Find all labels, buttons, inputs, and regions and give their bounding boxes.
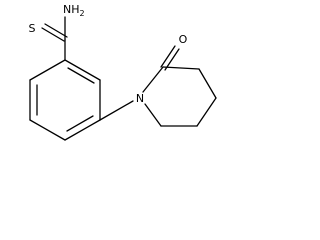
sulfur-atom-label: S bbox=[29, 22, 36, 35]
amine-nitrogen-label: NH2 bbox=[63, 3, 85, 18]
bond-c1-c2 bbox=[64, 59, 101, 81]
amine-nitrogen-symbol: N bbox=[63, 3, 71, 16]
aromatic-inner-bond-2 bbox=[66, 115, 94, 132]
benzene-ring bbox=[29, 59, 101, 141]
bond-c4-c5 bbox=[29, 119, 66, 141]
bond-c-s-double-a bbox=[41, 27, 65, 42]
bond-n-c-carbonyl bbox=[142, 66, 164, 93]
bond-c-o-double-b bbox=[164, 48, 180, 71]
ring-nitrogen-atom-label: N bbox=[136, 92, 144, 105]
aromatic-inner-bond-1 bbox=[67, 67, 95, 84]
molecule-diagram: S NH2 O N bbox=[29, 3, 217, 141]
bond-c-o-double-a bbox=[160, 45, 176, 68]
bond-c-s-double-b bbox=[44, 23, 68, 38]
bond-aryl-to-ring-nitrogen bbox=[99, 100, 134, 121]
bond-ch2-ch2-lower bbox=[196, 97, 217, 127]
bond-c3-c4 bbox=[64, 119, 101, 141]
piperidinone-ring: O N bbox=[99, 33, 217, 127]
amine-hydrogen-symbol: H bbox=[71, 3, 79, 16]
bond-c-carbonyl-ch2 bbox=[162, 66, 200, 70]
bond-ch2-n bbox=[144, 103, 162, 127]
thioamide-group: S NH2 bbox=[29, 3, 85, 61]
amine-hydrogen-count: 2 bbox=[80, 9, 85, 18]
bond-ch2-ch2-upper bbox=[198, 68, 217, 99]
oxygen-atom-label: O bbox=[179, 33, 188, 46]
bond-c6-c1 bbox=[29, 59, 66, 81]
